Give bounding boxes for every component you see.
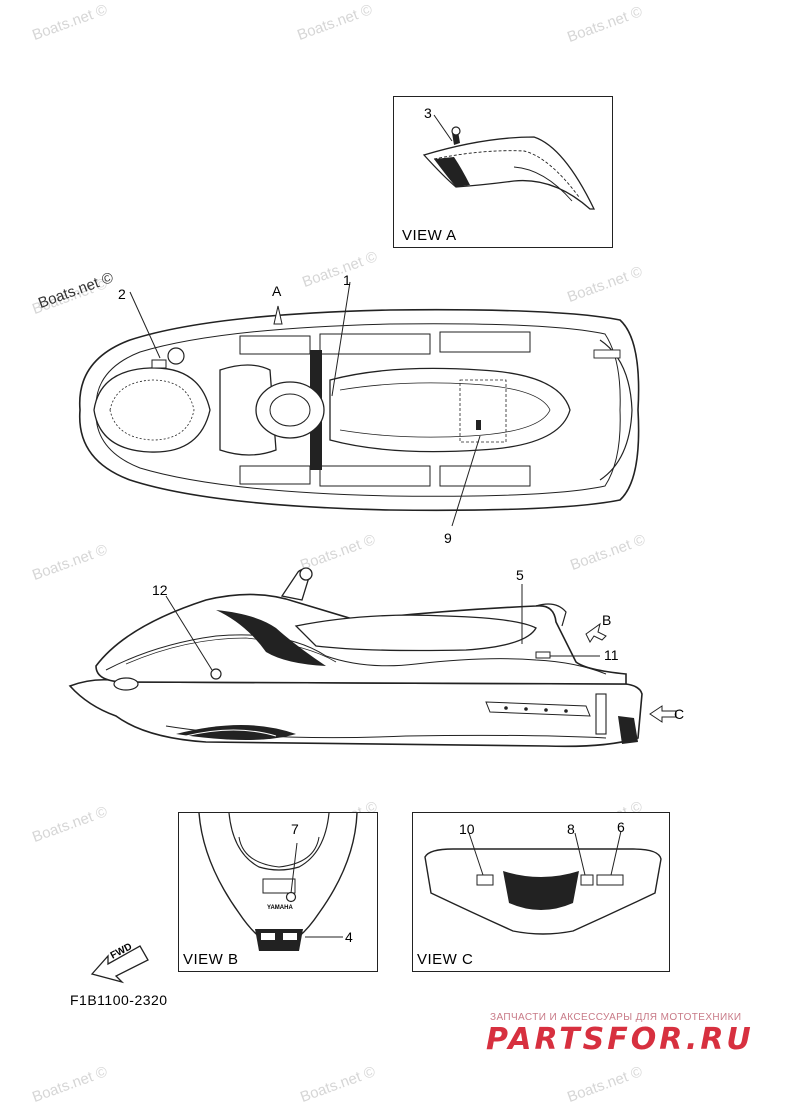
view-c-frame: 10 8 6 VIEW C	[412, 812, 670, 972]
callout-6: 6	[617, 819, 625, 835]
callout-7: 7	[291, 821, 299, 837]
watermark: Boats.net ©	[30, 1, 110, 44]
view-a-frame: 3 VIEW A	[393, 96, 613, 248]
callout-12: 12	[152, 582, 168, 598]
callout-2: 2	[118, 286, 126, 302]
view-a-label: VIEW A	[402, 227, 457, 244]
watermark: Boats.net ©	[298, 1063, 378, 1106]
seat-grip-illustration	[422, 114, 596, 210]
watermark: Boats.net ©	[30, 1063, 110, 1106]
fwd-arrow-icon	[90, 945, 149, 984]
callout-4: 4	[345, 929, 353, 945]
watermark: Boats.net ©	[295, 1, 375, 44]
callout-3: 3	[424, 105, 432, 121]
callout-11: 11	[604, 647, 619, 663]
view-b-frame: YAMAHA 7 4 VIEW B	[178, 812, 378, 972]
watermark: Boats.net ©	[565, 3, 645, 46]
view-c-marker: C	[674, 706, 685, 722]
callout-8: 8	[567, 821, 575, 837]
view-b-label: VIEW B	[183, 951, 239, 968]
callout-5: 5	[516, 567, 524, 583]
view-c-label: VIEW C	[417, 951, 474, 968]
side-view-watercraft	[68, 567, 677, 748]
brand-tagline: ЗАПЧАСТИ И АКСЕССУАРЫ ДЛЯ МОТОТЕХНИКИ	[490, 1012, 742, 1023]
watermark: Boats.net ©	[565, 1063, 645, 1106]
watermark: Boats.net ©	[30, 803, 110, 846]
top-view-watercraft	[78, 281, 640, 527]
part-code: F1B1100-2320	[70, 992, 168, 1008]
view-b-marker: B	[602, 612, 612, 628]
view-a-marker: A	[272, 283, 282, 299]
nozzle-brand-text: YAMAHA	[267, 905, 293, 911]
stern-nozzle-illustration	[198, 812, 358, 951]
brand-logo: PARTSFOR.RU	[486, 1022, 754, 1057]
transom-illustration	[424, 830, 662, 935]
callout-9: 9	[444, 530, 452, 546]
watermark: Boats.net ©	[300, 248, 380, 291]
callout-1: 1	[343, 272, 351, 288]
callout-10: 10	[459, 821, 475, 837]
